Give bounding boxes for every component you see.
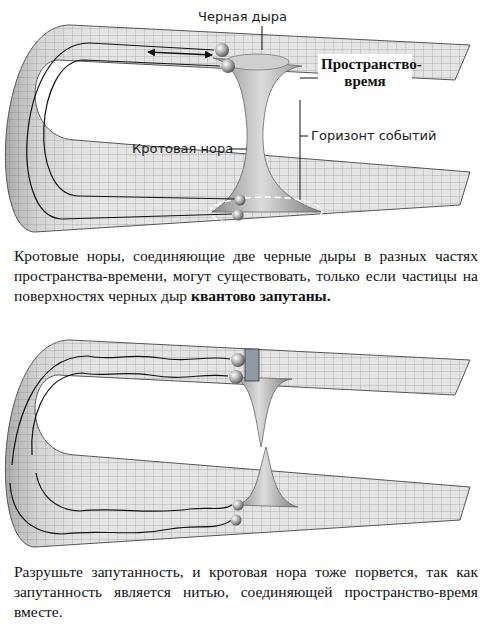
particle [221,59,235,73]
leader-line [300,100,301,200]
caption: Разрушьте запутанность, и кротовая нора … [14,562,478,622]
particle [231,353,245,367]
spacetime-label: Пространство-время [318,54,412,92]
wormhole-label: Кротовая нора [132,141,233,157]
particle [229,370,243,384]
fold-shading [5,25,120,232]
particle-trail [27,43,232,219]
wormhole-throat [212,58,322,212]
particle [235,195,246,206]
particle [233,210,244,221]
particle-trail [12,356,230,465]
leader-line [300,136,308,137]
caption-text: Разрушьте запутанность, и кротовая нора … [14,563,478,620]
particle-trail [44,60,236,199]
black-hole-label: Черная дыра [198,9,287,25]
caption-emphasis: квантово запутаны. [187,287,330,304]
particle [231,515,242,526]
connected-scene [5,25,470,232]
event-horizon-ring [210,197,322,227]
event-horizon-label: Горизонт событий [311,128,437,144]
fold-shading [5,340,120,547]
leader-line [300,78,318,79]
broken-funnel [232,377,292,447]
spacetime-sheet [5,25,470,232]
caption: Кротовые норы, соединяющие две черные ды… [14,246,478,306]
particle [215,43,229,57]
broken-scene [5,340,470,547]
particle-trail [32,373,228,455]
broken-funnel [236,447,298,507]
double-arrow [148,52,212,55]
particle [233,500,244,511]
spacetime-sheet [5,340,470,547]
particle-trail [36,473,232,511]
barrier-block [245,349,259,381]
leader-line [262,26,263,50]
